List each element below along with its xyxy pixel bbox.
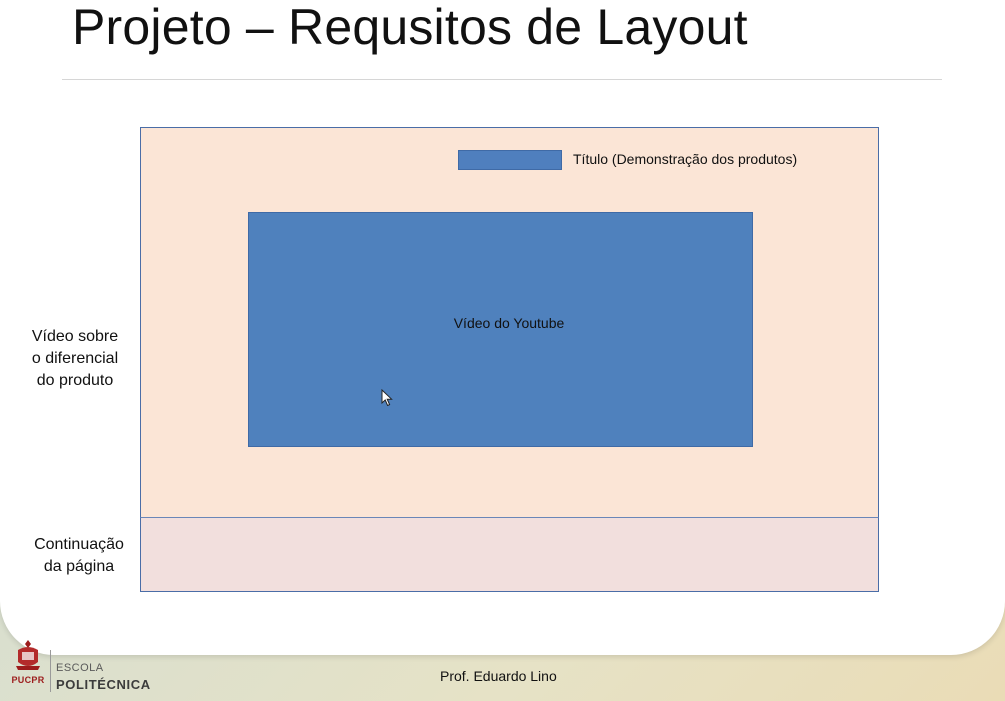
title-divider <box>62 79 942 80</box>
layout-continuation-section <box>140 517 879 592</box>
logo-school-label: ESCOLA <box>56 662 104 674</box>
pucpr-emblem-icon <box>16 640 40 670</box>
slide: Projeto – Requsitos de Layout Título (De… <box>0 0 1005 655</box>
logo-short-name: PUCPR <box>11 675 45 685</box>
video-section-label: Vídeo sobre o diferencial do produto <box>31 328 119 389</box>
mouse-pointer-icon <box>381 389 393 407</box>
continuation-section-label: Continuação da página <box>34 536 124 575</box>
school-logo: PUCPR ESCOLA POLITÉCNICA <box>8 636 151 698</box>
title-placeholder-label: Título (Demonstração dos produtos) <box>573 151 798 167</box>
video-placeholder-block: Vídeo do Youtube <box>248 212 753 447</box>
author-footer: Prof. Eduardo Lino <box>440 668 557 684</box>
logo-divider <box>50 650 51 692</box>
logo-school-name: POLITÉCNICA <box>56 677 151 692</box>
slide-title: Projeto – Requsitos de Layout <box>72 0 748 55</box>
video-placeholder-label: Vídeo do Youtube <box>453 315 565 331</box>
title-placeholder-block <box>458 150 562 170</box>
